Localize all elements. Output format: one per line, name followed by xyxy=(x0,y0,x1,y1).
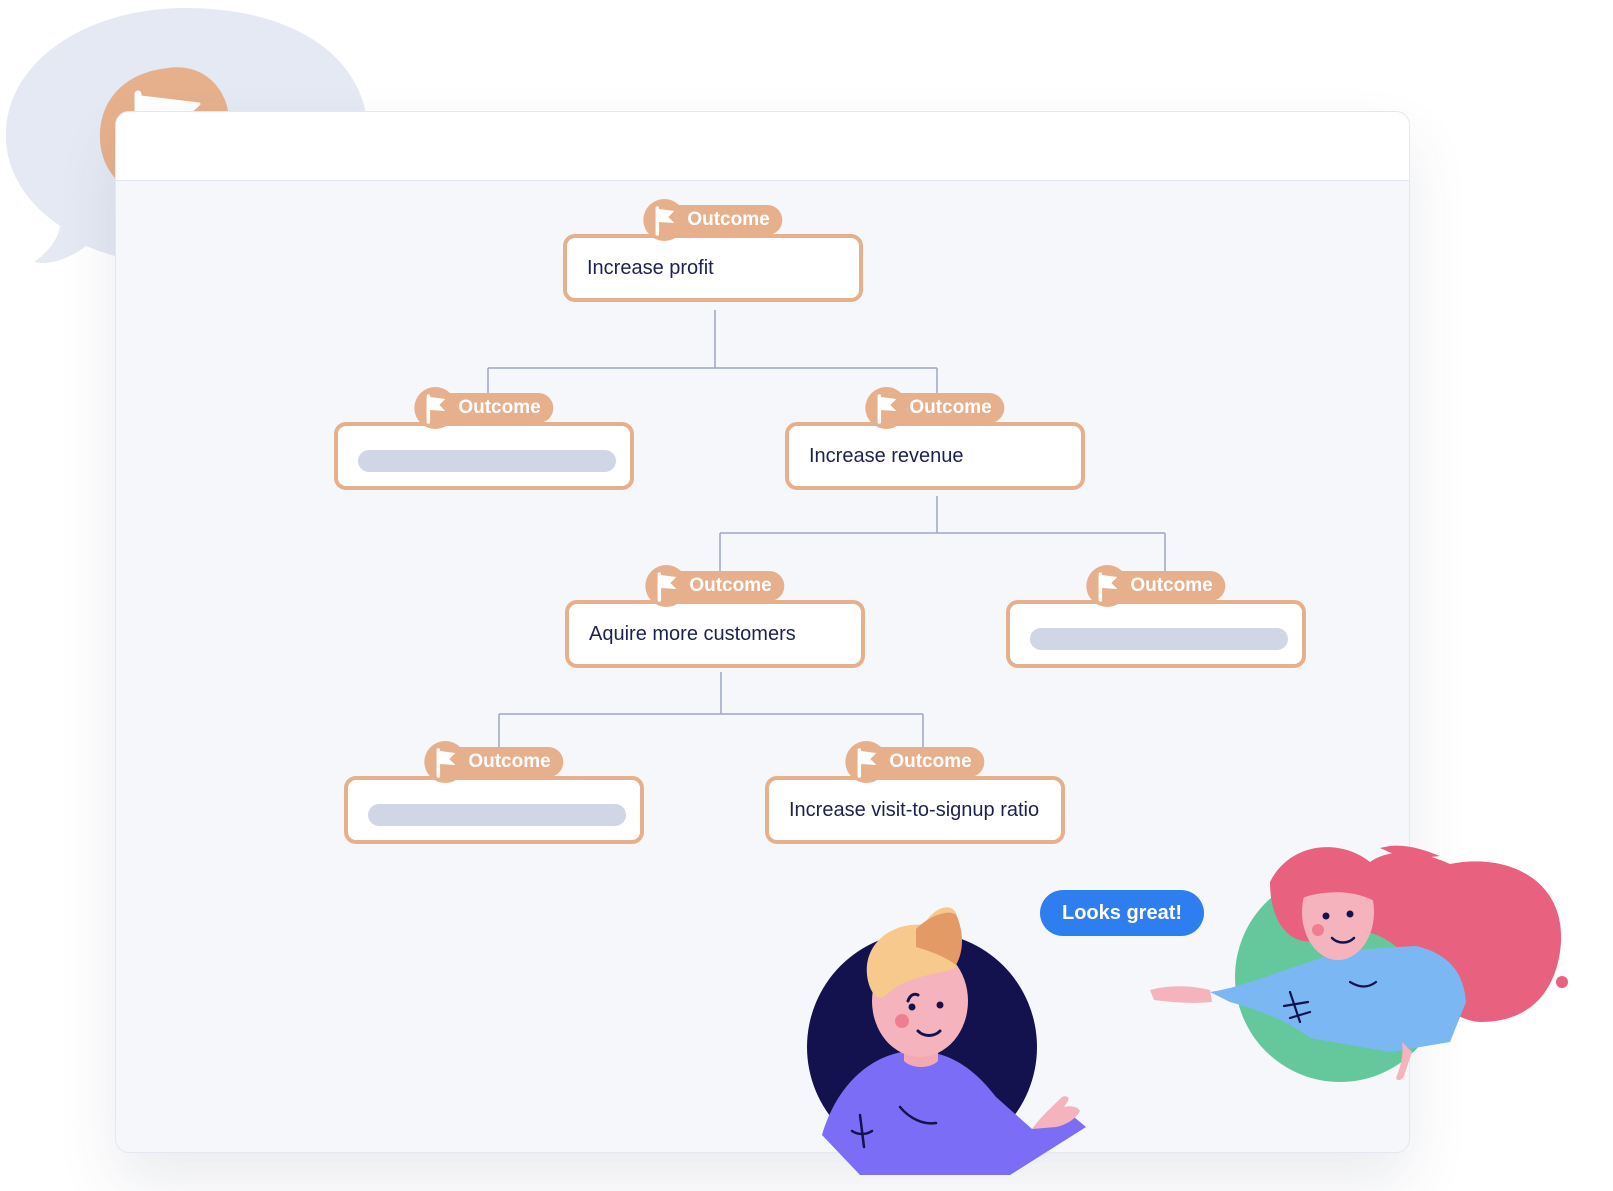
outcome-badge: Outcome xyxy=(424,741,564,783)
outcome-node-placeholder[interactable]: Outcome xyxy=(334,387,634,490)
text-placeholder xyxy=(1030,628,1288,650)
badge-label: Outcome xyxy=(458,397,541,418)
flag-icon xyxy=(414,387,457,429)
man-illustration xyxy=(807,907,1086,1175)
flag-icon xyxy=(643,199,686,241)
chat-bubble: Looks great! xyxy=(1040,890,1205,936)
flag-icon xyxy=(865,387,908,429)
badge-label: Outcome xyxy=(687,209,770,230)
badge-label: Outcome xyxy=(689,575,772,596)
outcome-node-revenue[interactable]: Outcome Increase revenue xyxy=(785,387,1085,490)
node-text: Increase visit-to-signup ratio xyxy=(789,799,1040,821)
outcome-badge: Outcome xyxy=(845,741,985,783)
outcome-badge: Outcome xyxy=(414,387,554,429)
outcome-node-customers[interactable]: Outcome Aquire more customers xyxy=(565,565,865,668)
outcome-node-placeholder[interactable]: Outcome xyxy=(1006,565,1306,668)
outcome-node-signup[interactable]: Outcome Increase visit-to-signup ratio xyxy=(765,741,1065,844)
node-text: Increase profit xyxy=(587,257,714,279)
woman-illustration xyxy=(1150,845,1568,1082)
window-titlebar xyxy=(116,112,1409,181)
flag-icon xyxy=(1086,565,1129,607)
flag-icon xyxy=(845,741,888,783)
outcome-node-root[interactable]: Outcome Increase profit xyxy=(563,199,863,302)
badge-label: Outcome xyxy=(889,751,972,772)
node-text: Increase revenue xyxy=(809,445,964,467)
badge-label: Outcome xyxy=(468,751,551,772)
text-placeholder xyxy=(358,450,616,472)
outcome-badge: Outcome xyxy=(865,387,1005,429)
node-text: Aquire more customers xyxy=(589,623,796,645)
outcome-badge: Outcome xyxy=(643,199,783,241)
outcome-node-placeholder[interactable]: Outcome xyxy=(344,741,644,844)
badge-label: Outcome xyxy=(909,397,992,418)
connector-root xyxy=(487,310,938,422)
flag-icon xyxy=(645,565,688,607)
connector-customers xyxy=(498,672,924,776)
text-placeholder xyxy=(368,804,626,826)
connector-revenue xyxy=(719,496,1166,600)
flag-icon xyxy=(424,741,467,783)
badge-label: Outcome xyxy=(1130,575,1213,596)
outcome-badge: Outcome xyxy=(1086,565,1226,607)
outcome-badge: Outcome xyxy=(645,565,785,607)
